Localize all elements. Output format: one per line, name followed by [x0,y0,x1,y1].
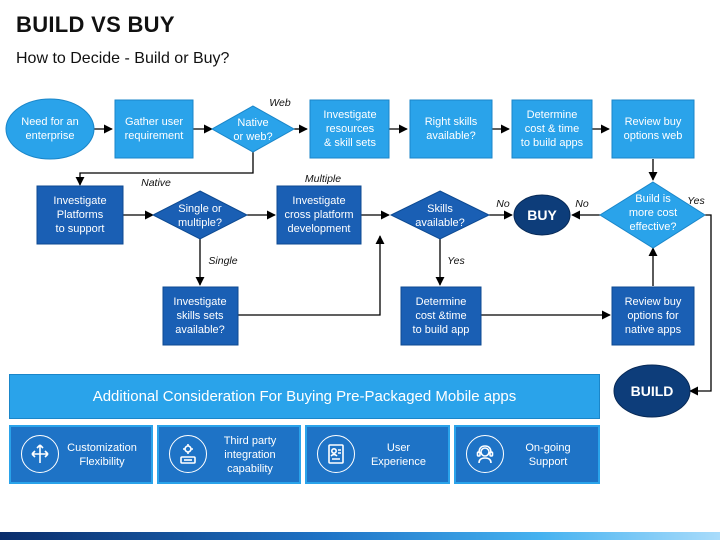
buy-terminal: BUY [513,194,571,236]
consideration-card-integration: Third party integration capability [157,425,301,484]
investigate-platforms-box: Investigate Platforms to support [36,185,124,245]
label-native: Native [141,177,171,189]
label-no-build: No [575,198,589,210]
consideration-label-customization: Customization Flexibility [67,441,137,468]
footer-accent-bar [0,532,720,540]
start-node-line-1: Need for an [21,116,78,128]
right-skills-box: Right skills available? [409,99,493,159]
svg-text:development: development [288,223,351,235]
flowchart: Need for an enterprise Gather user requi… [5,97,712,418]
svg-text:Gather user: Gather user [125,116,183,128]
integration-icon [169,435,207,473]
svg-text:options for: options for [627,310,679,322]
skills-available-decision: Skills available? [389,190,491,240]
cross-platform-box: Investigate cross platform development [276,185,362,245]
single-or-multiple-decision: Single or multiple? [151,190,249,240]
label-no-skills: No [496,198,510,210]
svg-text:skills sets: skills sets [176,310,224,322]
build-cost-effective-decision: Build is more cost effective? [599,181,706,249]
native-or-web-decision: Native or web? [210,105,296,153]
svg-text:to build app: to build app [413,324,470,336]
svg-text:Investigate: Investigate [323,109,376,121]
svg-text:Investigate: Investigate [173,296,226,308]
svg-text:to build apps: to build apps [521,137,584,149]
svg-text:cost & time: cost & time [525,123,579,135]
svg-text:Investigate: Investigate [53,195,106,207]
label-web: Web [269,97,291,109]
label-yes-build: Yes [687,195,705,207]
consideration-label-integration: Third party integration capability [223,434,277,475]
user-profile-icon [317,435,355,473]
start-node: Need for an enterprise [5,98,95,160]
consideration-label-support: On-going Support [525,441,571,468]
edge-decision-build [689,214,712,396]
edge-investigate-merge [238,235,385,316]
svg-text:multiple?: multiple? [178,217,222,229]
page-subtitle: How to Decide - Build or Buy? [16,50,230,67]
svg-text:Build is: Build is [635,193,671,205]
edge-native-platforms [75,152,254,186]
svg-text:Skills: Skills [427,203,453,215]
consideration-label-user-experience: User Experience [370,441,427,468]
svg-text:Platforms: Platforms [57,209,104,221]
svg-text:& skill sets: & skill sets [324,137,376,149]
svg-text:Investigate: Investigate [292,195,345,207]
svg-text:Review buy: Review buy [625,296,682,308]
customization-arrows-icon [21,435,59,473]
svg-text:native apps: native apps [625,324,682,336]
label-yes-skills: Yes [447,255,465,267]
svg-text:available?: available? [175,324,225,336]
determine-cost-build-apps-box: Determine cost & time to build apps [511,99,593,159]
svg-text:or web?: or web? [233,131,272,143]
start-node-line-2: enterprise [26,130,75,142]
svg-text:Determine: Determine [527,109,578,121]
svg-text:cross platform: cross platform [284,209,353,221]
svg-text:more cost: more cost [629,207,677,219]
gather-requirement-box: Gather user requirement [114,99,194,159]
investigate-resources-box: Investigate resources & skill sets [309,99,390,159]
investigate-skills-sets-box: Investigate skills sets available? [162,286,239,346]
consideration-banner: Additional Consideration For Buying Pre-… [9,374,600,419]
svg-text:BUILD: BUILD [631,383,674,399]
page-title: BUILD VS BUY [16,12,175,37]
review-buy-web-box: Review buy options web [611,99,695,159]
consideration-card-support: On-going Support [454,425,600,484]
svg-text:cost &time: cost &time [415,310,466,322]
svg-text:Right skills: Right skills [425,116,478,128]
svg-text:BUY: BUY [527,207,557,223]
svg-text:effective?: effective? [630,221,677,233]
svg-text:Native: Native [237,117,268,129]
svg-text:Review buy: Review buy [625,116,682,128]
svg-text:to support: to support [56,223,105,235]
determine-cost-build-app-box: Determine cost &time to build app [400,286,482,346]
build-terminal: BUILD [613,364,691,418]
consideration-card-user-experience: User Experience [305,425,450,484]
review-buy-native-box: Review buy options for native apps [611,286,695,346]
label-multiple: Multiple [305,173,341,185]
consideration-card-customization: Customization Flexibility [9,425,153,484]
connectors [75,124,712,396]
svg-text:requirement: requirement [125,130,184,142]
svg-text:available?: available? [426,130,476,142]
svg-text:available?: available? [415,217,465,229]
svg-text:Determine: Determine [416,296,467,308]
support-headset-icon [466,435,504,473]
label-single: Single [208,255,237,267]
svg-text:options web: options web [624,130,683,142]
svg-text:resources: resources [326,123,375,135]
svg-text:Single or: Single or [178,203,222,215]
